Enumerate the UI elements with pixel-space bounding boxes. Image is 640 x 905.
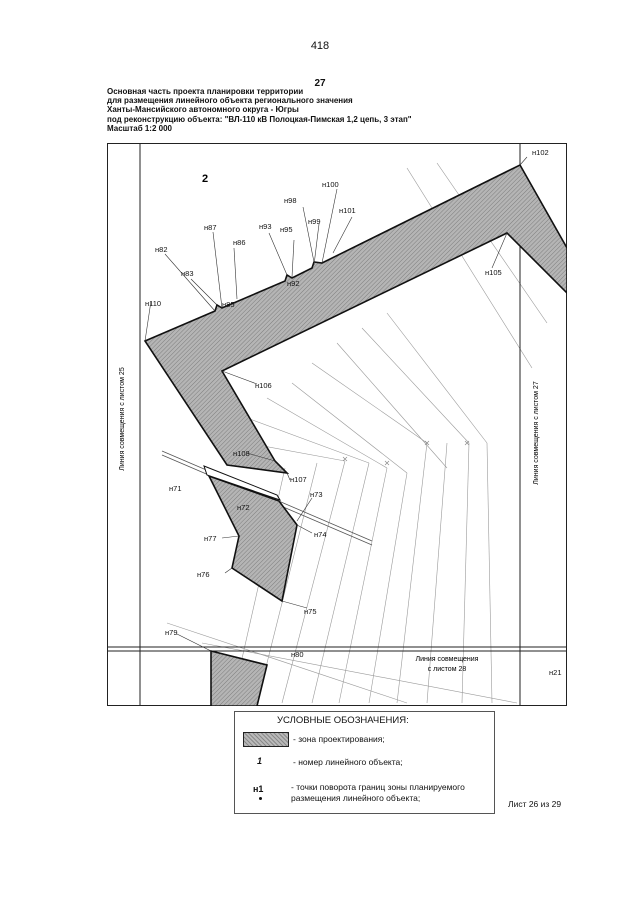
point-n108: н108 [233,449,250,458]
point-n92: н92 [287,279,299,288]
match-line-right: Линия совмещения с листом 27 [533,381,540,485]
point-n21: н21 [549,668,561,677]
object-number: 2 [202,173,208,185]
point-n95: н95 [280,225,292,234]
header-line-2: для размещения линейного объекта региона… [107,96,353,106]
legend-point-label-1: - точки поворота границ зоны планируемог… [291,782,465,792]
legend: УСЛОВНЫЕ ОБОЗНАЧЕНИЯ: - зона проектирова… [234,711,495,814]
point-n72: н72 [237,503,249,512]
point-n80: н80 [291,650,303,659]
point-n110: н110 [145,299,161,308]
legend-zone-label: - зона проектирования; [293,734,385,744]
point-n83: н83 [181,269,193,278]
point-dot-icon [259,797,262,800]
point-n71: н71 [169,484,181,493]
header-line-3: Ханты-Мансийского автономного округа - Ю… [107,105,299,115]
sheet-number: 27 [314,78,326,89]
design-zones [143,163,567,706]
legend-point-symbol: н1 [253,784,264,794]
point-n82: н82 [155,245,167,254]
point-n106: н106 [255,381,272,390]
map-frame [107,143,567,706]
point-n98: н98 [284,196,296,205]
page-number: 418 [310,40,330,52]
point-n99: н99 [308,217,320,226]
match-line-bottom-2: с листом 28 [428,666,467,673]
point-n93: н93 [259,222,271,231]
line-markers [342,440,470,466]
point-n102: н102 [532,148,549,157]
header-line-1: Основная часть проекта планировки террит… [107,87,304,96]
point-n77: н77 [204,534,216,543]
background-lines [166,162,548,704]
sheet-counter: Лист 26 из 29 [508,799,562,809]
point-n105: н105 [485,268,502,277]
zone-main [143,163,567,475]
zone-swatch [243,732,289,747]
point-n85: н85 [222,300,234,309]
leader-lines [144,156,528,652]
match-line-bottom-1: Линия совмещения [416,656,479,663]
point-labels: н102 н100 н98 н101 н99 н93 н95 н87 н86 н… [145,148,561,677]
planning-map: 2 н102 н100 н98 н101 н99 н93 н95 н87 н86… [107,143,567,706]
legend-title: УСЛОВНЫЕ ОБОЗНАЧЕНИЯ: [277,715,409,726]
point-n100: н100 [322,180,339,189]
point-n107: н107 [290,475,307,484]
point-n74: н74 [314,530,326,539]
point-n86: н86 [233,238,245,247]
point-n76: н76 [197,570,209,579]
point-n73: н73 [310,490,322,499]
point-n75: н75 [304,607,316,616]
point-n101: н101 [339,206,356,215]
legend-object-symbol: 1 [257,756,263,766]
match-line-left: Линия совмещения с листом 25 [119,367,126,471]
legend-point-label-2: размещения линейного объекта; [291,793,421,803]
header-scale: Масштаб 1:2 000 [107,123,172,133]
map-header: Основная часть проекта планировки террит… [107,87,527,133]
header-line-4: под реконструкцию объекта: "ВЛ-110 кВ По… [107,114,412,124]
point-n79: н79 [165,628,177,637]
zone-lower [207,474,298,603]
road-strip [203,465,282,501]
point-n87: н87 [204,223,216,232]
legend-object-label: - номер линейного объекта; [293,757,403,767]
zone-bottom [210,649,268,706]
